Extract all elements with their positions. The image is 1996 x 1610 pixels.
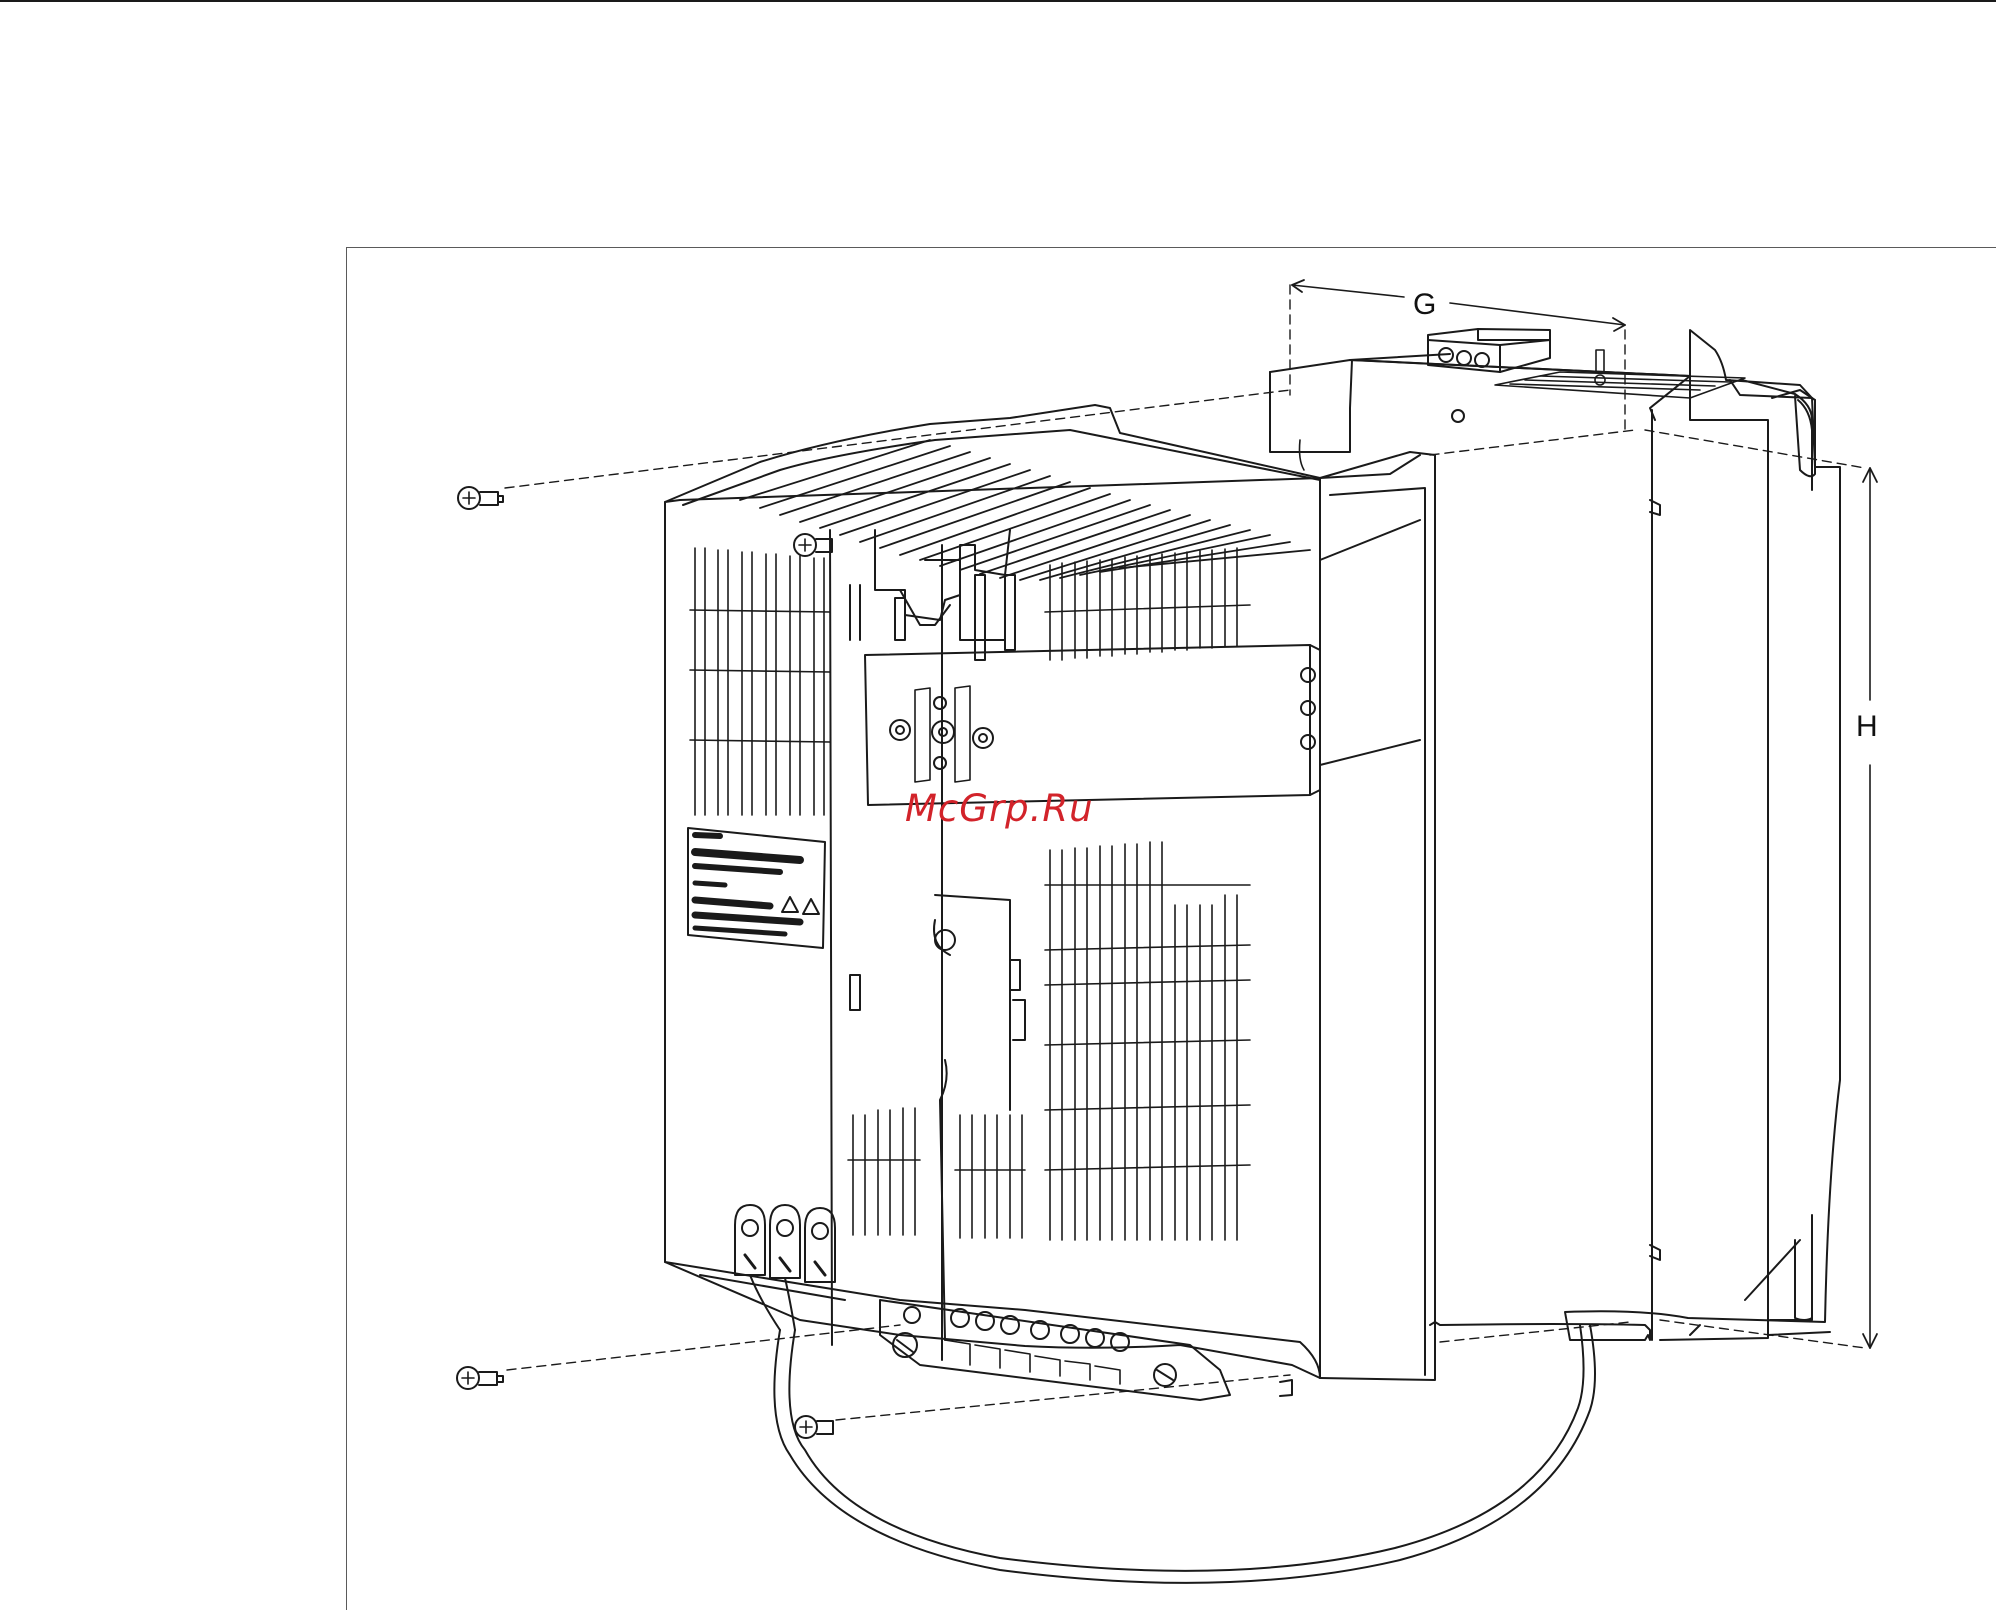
- vent-grille-left-upper: [690, 548, 830, 815]
- warning-label: [688, 828, 825, 948]
- filter-vent-grille: [1495, 350, 1745, 398]
- warning-triangle-icon: [782, 897, 798, 912]
- screw-icon: [794, 534, 832, 556]
- center-lower-panel: [850, 895, 1025, 1110]
- filter-mount-hole: [1452, 410, 1464, 422]
- rear-mounting-plate: [1270, 330, 1840, 1340]
- screw-icon: [795, 1416, 833, 1438]
- ground-cable: [750, 1275, 1595, 1583]
- dimension-label-h: H: [1856, 710, 1878, 744]
- ground-lug-icon: [735, 1205, 835, 1282]
- screw-icon: [458, 487, 503, 509]
- screw-icon: [457, 1367, 503, 1389]
- connector-housing: [850, 530, 1015, 660]
- warning-triangle-icon: [803, 899, 819, 914]
- right-bracket: [1650, 380, 1815, 1320]
- dimension-g: [1292, 280, 1625, 331]
- dimension-h: [1863, 468, 1877, 1348]
- dimension-label-g: G: [1413, 288, 1436, 322]
- vent-grille-left-lower: [848, 1108, 1025, 1238]
- vent-grille-right-lower: [1045, 842, 1250, 1240]
- operator-panel-plate: [865, 645, 1320, 805]
- watermark: McGrp.Ru: [905, 787, 1094, 830]
